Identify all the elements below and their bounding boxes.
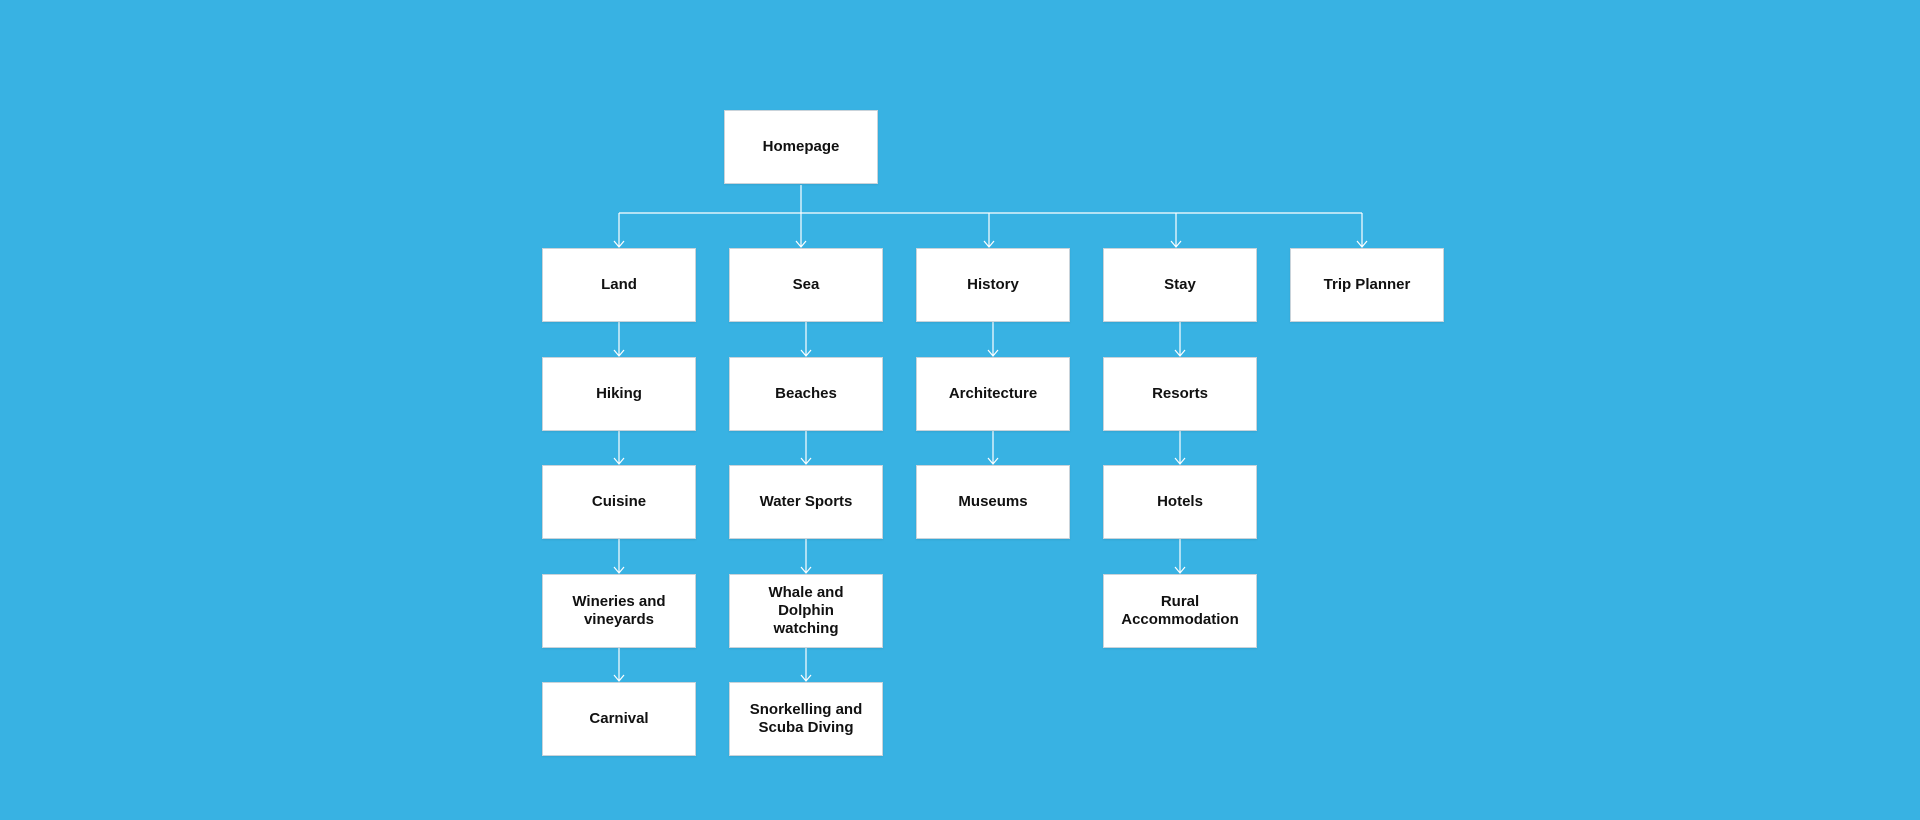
- node-label: Cuisine: [591, 493, 647, 510]
- node-rural-accommodation[interactable]: Rural Accommodation: [1103, 574, 1257, 648]
- node-label: Land: [601, 276, 637, 293]
- node-label: History: [967, 276, 1019, 293]
- arrowhead-trip-planner: [1356, 240, 1368, 248]
- arrowhead-land: [613, 240, 625, 248]
- node-snorkelling-and-scuba-diving[interactable]: Snorkelling and Scuba Diving: [729, 682, 883, 756]
- arrowhead-wineries: [613, 566, 625, 574]
- node-label: Snorkelling and Scuba Diving: [749, 701, 863, 736]
- node-label: Carnival: [589, 710, 649, 727]
- arrowhead-whale: [800, 566, 812, 574]
- node-label: Water Sports: [759, 493, 853, 510]
- arrowhead-water-sports: [800, 457, 812, 465]
- arrowhead-cuisine: [613, 457, 625, 465]
- node-label: Hiking: [596, 385, 642, 402]
- node-label: Architecture: [948, 385, 1038, 402]
- arrowhead-rural: [1174, 566, 1186, 574]
- node-museums[interactable]: Museums: [916, 465, 1070, 539]
- node-label: Trip Planner: [1323, 276, 1411, 293]
- node-trip-planner[interactable]: Trip Planner: [1290, 248, 1444, 322]
- node-label: Sea: [792, 276, 820, 293]
- node-history[interactable]: History: [916, 248, 1070, 322]
- node-carnival[interactable]: Carnival: [542, 682, 696, 756]
- node-beaches[interactable]: Beaches: [729, 357, 883, 431]
- node-architecture[interactable]: Architecture: [916, 357, 1070, 431]
- node-hiking[interactable]: Hiking: [542, 357, 696, 431]
- node-whale-and-dolphin-watching[interactable]: Whale and Dolphin watching: [729, 574, 883, 648]
- node-sea[interactable]: Sea: [729, 248, 883, 322]
- node-label: Stay: [1164, 276, 1196, 293]
- node-label: Rural Accommodation: [1121, 593, 1239, 628]
- arrowhead-carnival: [613, 674, 625, 682]
- arrowhead-museums: [987, 457, 999, 465]
- arrowhead-beaches: [800, 349, 812, 357]
- node-label: Homepage: [762, 138, 840, 155]
- node-label: Museums: [958, 493, 1028, 510]
- node-water-sports[interactable]: Water Sports: [729, 465, 883, 539]
- node-hotels[interactable]: Hotels: [1103, 465, 1257, 539]
- arrowhead-architecture: [987, 349, 999, 357]
- arrowhead-hotels: [1174, 457, 1186, 465]
- node-label: Resorts: [1152, 385, 1208, 402]
- arrowhead-hiking: [613, 349, 625, 357]
- arrowhead-snorkelling: [800, 674, 812, 682]
- node-cuisine[interactable]: Cuisine: [542, 465, 696, 539]
- node-resorts[interactable]: Resorts: [1103, 357, 1257, 431]
- node-stay[interactable]: Stay: [1103, 248, 1257, 322]
- node-label: Whale and Dolphin watching: [768, 584, 844, 637]
- arrowhead-history: [983, 240, 995, 248]
- node-homepage[interactable]: Homepage: [724, 110, 878, 184]
- node-wineries-and-vineyards[interactable]: Wineries and vineyards: [542, 574, 696, 648]
- node-label: Hotels: [1157, 493, 1203, 510]
- node-land[interactable]: Land: [542, 248, 696, 322]
- node-label: Wineries and vineyards: [572, 593, 666, 628]
- arrowhead-sea: [795, 240, 807, 248]
- arrowhead-resorts: [1174, 349, 1186, 357]
- arrowhead-stay: [1170, 240, 1182, 248]
- node-label: Beaches: [775, 385, 837, 402]
